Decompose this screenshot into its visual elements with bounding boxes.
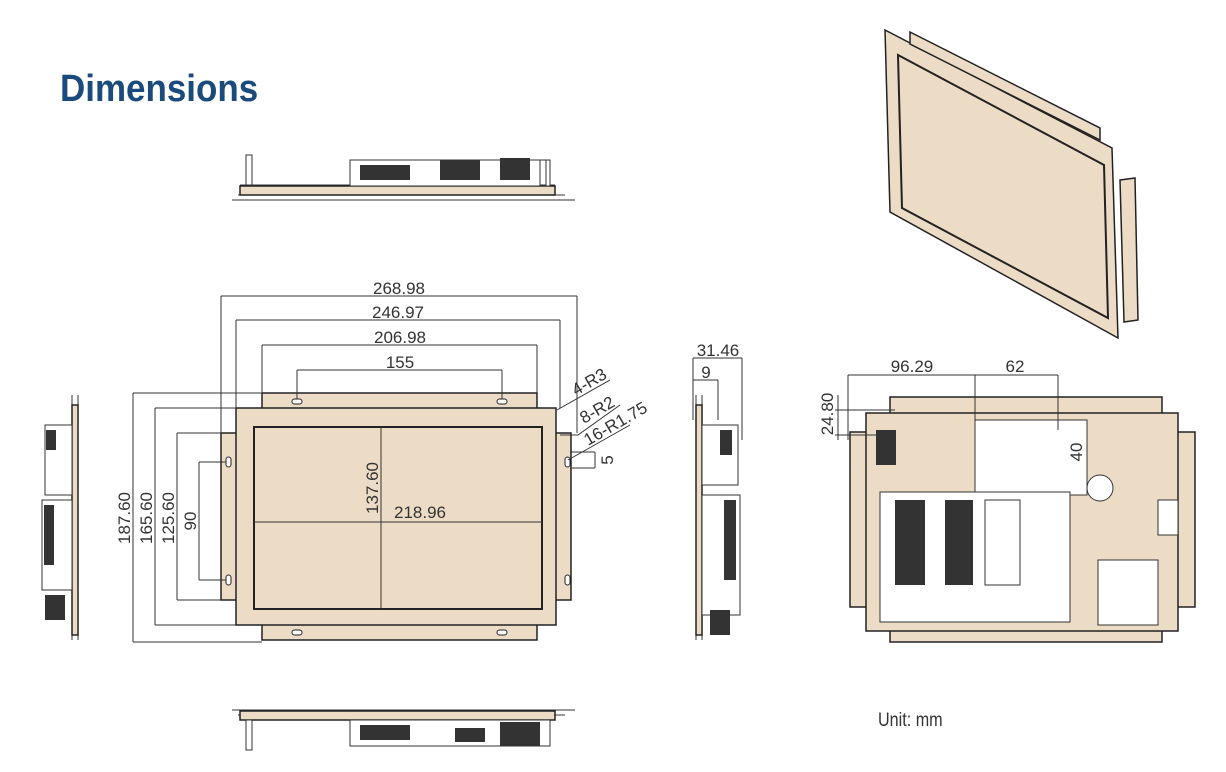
dim-slot: 5 [598,455,617,464]
dim-width-tab: 206.98 [374,328,426,347]
front-view: 268.98 246.97 206.98 155 187.60 165.60 1… [115,279,651,643]
dim-rear-y2: 40 [1067,443,1086,462]
top-view [232,154,575,201]
rear-view: 96.29 62 24.80 40 [818,357,1196,643]
dim-height-tab: 125.60 [159,492,178,544]
dim-width-overall: 268.98 [373,279,425,298]
dim-offset: 9 [701,363,710,382]
bottom-view [232,709,575,751]
right-side-view: 31.46 9 [692,341,743,640]
dim-height-bezel: 165.60 [137,492,156,544]
dim-height-overall: 187.60 [115,492,134,544]
dim-width-holes: 155 [386,353,414,372]
unit-label: Unit: mm [878,710,943,731]
dim-rear-y1: 24.80 [818,393,837,436]
dim-screen-width: 218.96 [394,503,446,522]
page-title: Dimensions [60,68,259,110]
dim-rear-x2: 62 [1006,357,1025,376]
dim-rear-x1: 96.29 [891,357,934,376]
dim-width-bezel: 246.97 [372,303,424,322]
dim-height-holes: 90 [181,512,200,531]
left-side-view [41,395,79,640]
isometric-view [884,28,1139,340]
dim-depth: 31.46 [697,341,740,360]
dim-screen-height: 137.60 [363,462,382,514]
